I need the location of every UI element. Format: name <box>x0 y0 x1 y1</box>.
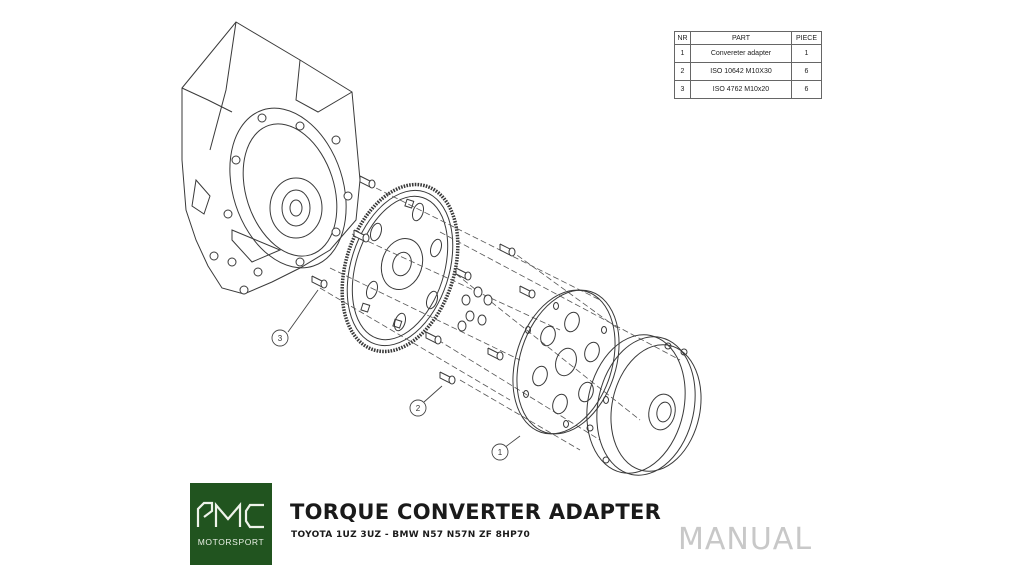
callout-3-label: 3 <box>278 334 283 343</box>
callout-1-label: 1 <box>498 448 503 457</box>
pmc-logo: MOTORSPORT <box>190 483 272 565</box>
callout-1: 1 <box>491 443 509 461</box>
callout-2: 2 <box>409 399 427 417</box>
manual-label: MANUAL <box>678 522 813 557</box>
row-nr: 1 <box>674 44 691 63</box>
converter-adapter-plate <box>512 289 620 435</box>
table-row: 1 Convereter adapter 1 <box>674 44 822 63</box>
document-title: TORQUE CONVERTER ADAPTER <box>290 500 662 524</box>
parts-table-header: NR PART PIECE <box>674 31 822 45</box>
transmission-housing <box>181 21 361 295</box>
table-row: 2 ISO 10642 M10X30 6 <box>674 62 822 81</box>
torque-converter <box>586 334 702 476</box>
row-part: Convereter adapter <box>690 44 792 63</box>
logo-motorsport-label: MOTORSPORT <box>197 537 265 547</box>
assembly-axis-lines <box>319 179 681 451</box>
row-piece: 6 <box>791 62 822 81</box>
header-nr: NR <box>674 31 691 45</box>
row-part: ISO 4762 M10x20 <box>690 80 792 99</box>
parts-table: NR PART PIECE 1 Convereter adapter 1 2 I… <box>674 31 822 99</box>
flexplate-ring-gear <box>340 182 460 354</box>
table-row: 3 ISO 4762 M10x20 6 <box>674 80 822 99</box>
row-part: ISO 10642 M10X30 <box>690 62 792 81</box>
callout-2-label: 2 <box>416 404 421 413</box>
document-subtitle: TOYOTA 1UZ 3UZ - BMW N57 N57N ZF 8HP70 <box>291 530 531 540</box>
callout-3: 3 <box>271 329 289 347</box>
row-piece: 1 <box>791 44 822 63</box>
header-part: PART <box>690 31 792 45</box>
row-piece: 6 <box>791 80 822 99</box>
row-nr: 2 <box>674 62 691 81</box>
bolts <box>311 175 536 385</box>
row-nr: 3 <box>674 80 691 99</box>
pmc-logo-mark <box>196 501 264 529</box>
callout-leaders <box>287 289 521 449</box>
header-piece: PIECE <box>791 31 822 45</box>
